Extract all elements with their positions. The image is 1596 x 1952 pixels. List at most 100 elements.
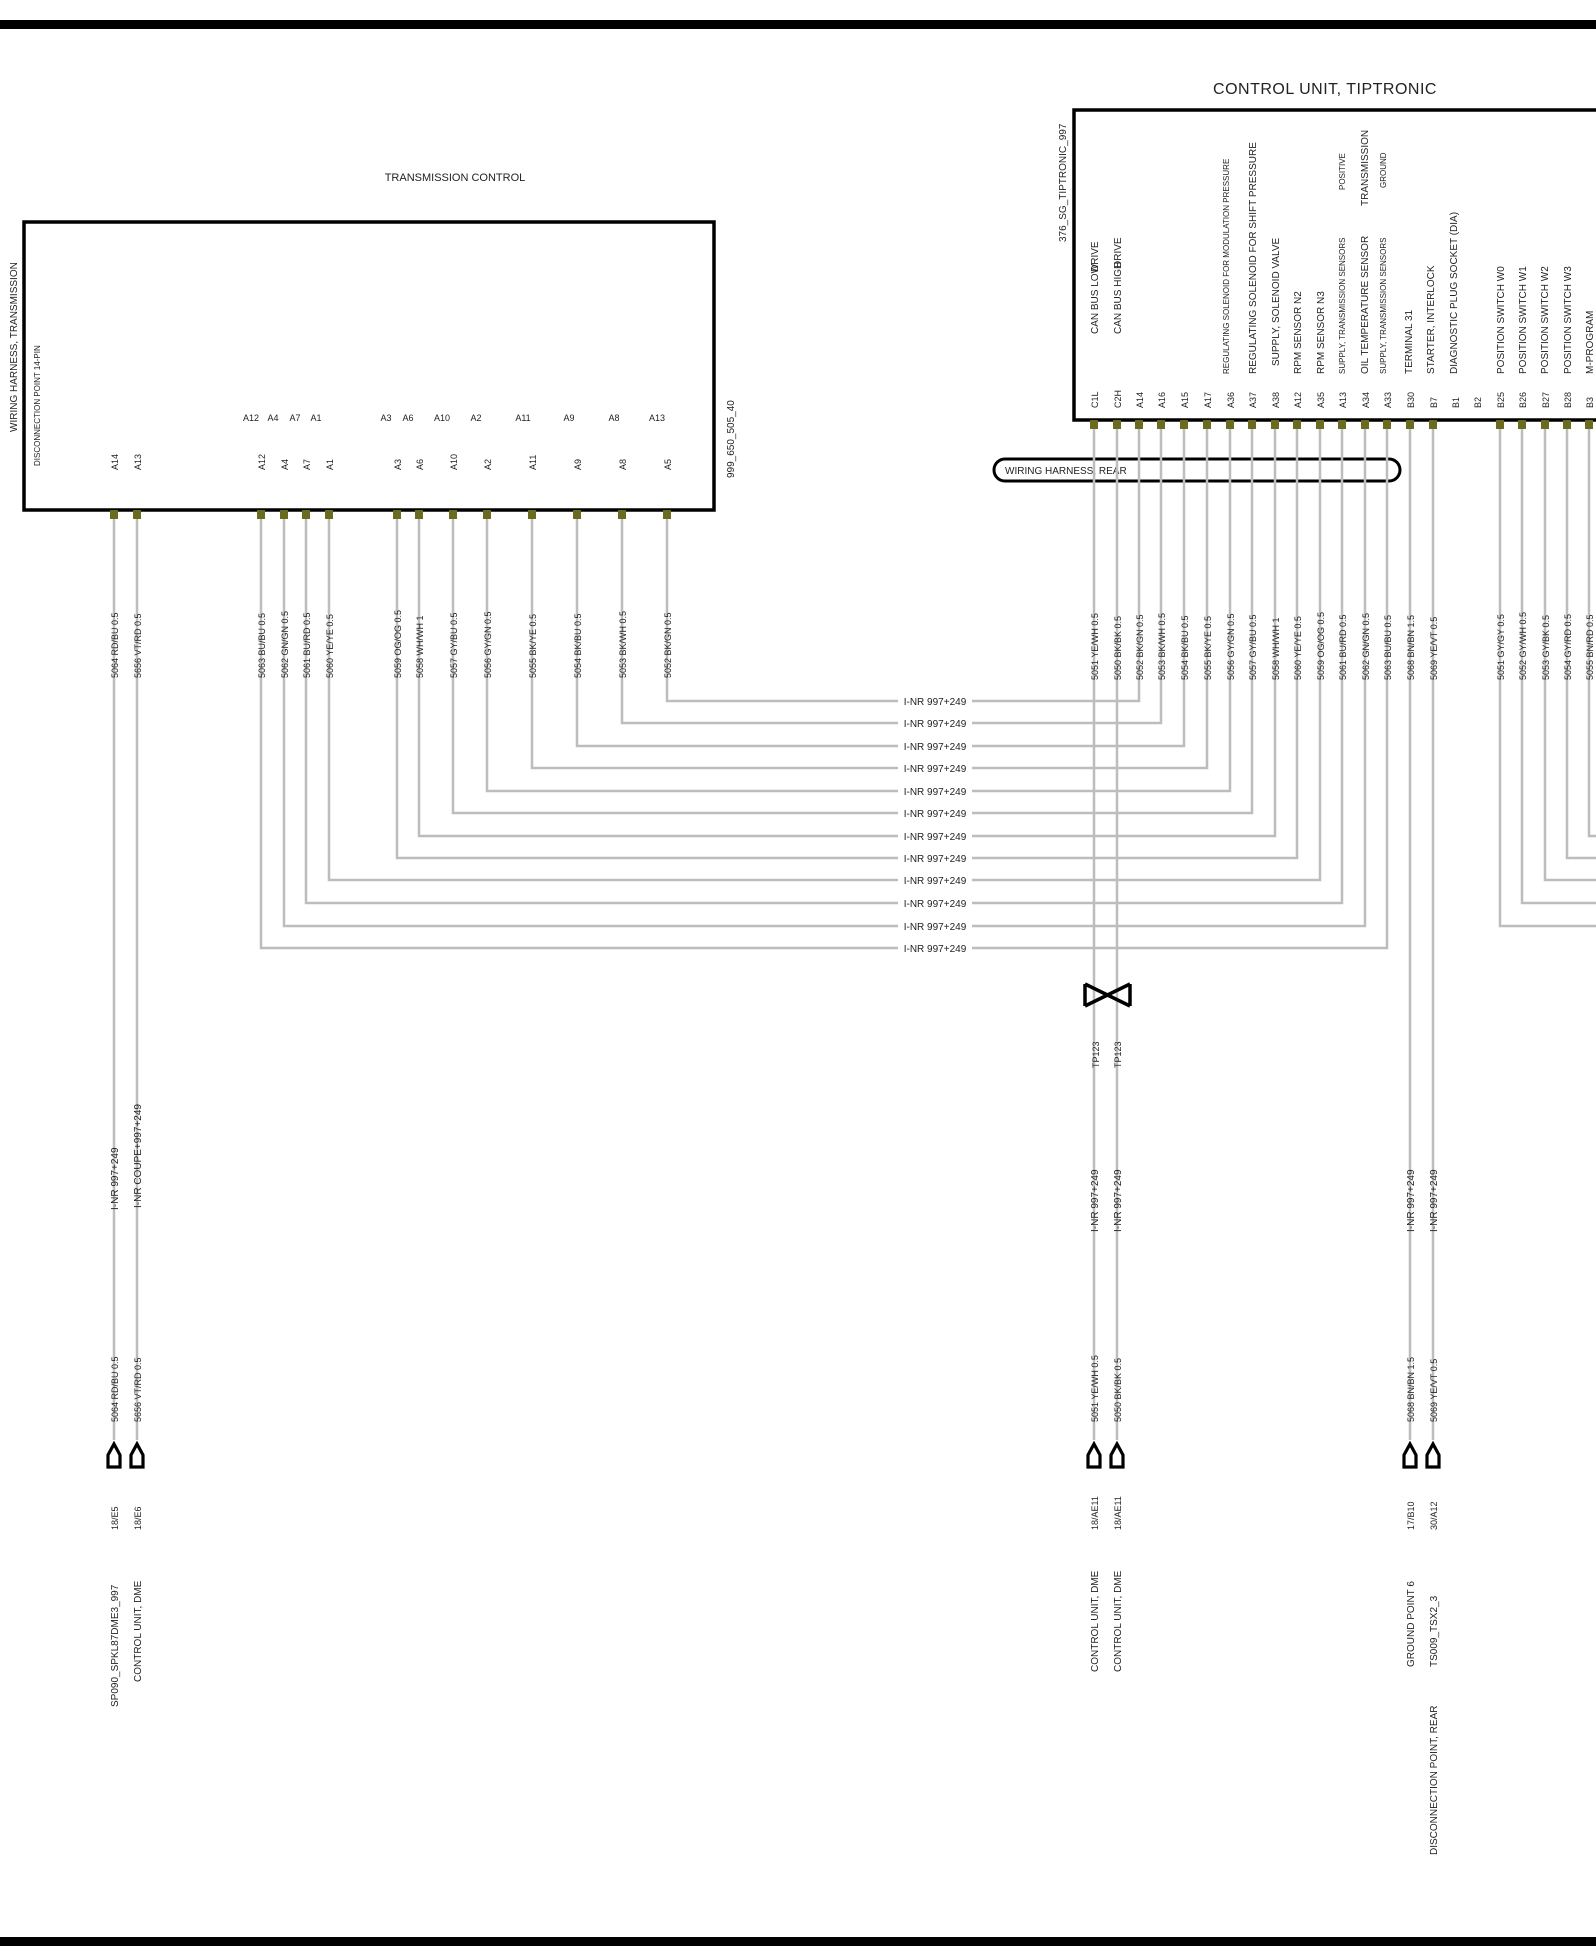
cu-pin-label: B26: [1518, 392, 1528, 408]
wire-label: 5068 BN/BN 1.5: [1406, 615, 1416, 680]
harness-rear-outline: [992, 457, 1402, 483]
cu-pin-terminal: [1271, 420, 1279, 429]
cu-pin-label: B2: [1473, 397, 1483, 408]
wire-label: 5052 GY/WH 0.5: [1518, 612, 1528, 680]
wire-label: 5057 GY/BU 0.5: [1248, 614, 1258, 680]
control-unit-ref: 376_SG_TIPTRONIC_997: [1058, 123, 1069, 242]
terminal-ref: 18/AE11: [1090, 1496, 1100, 1530]
inr-label-bg: [898, 740, 972, 752]
cu-desc: GROUND: [1379, 152, 1388, 188]
cu-desc: POSITIVE: [1338, 153, 1347, 190]
tc-top-pin: A3: [380, 413, 391, 423]
cu-pin-label: A16: [1157, 392, 1167, 408]
harness-rear-label: WIRING HARNESS, REAR: [1005, 466, 1127, 477]
bottom-border-bar: [0, 1937, 1596, 1946]
tc-pin-label: A3: [393, 459, 403, 470]
tc-pin-terminal: [325, 510, 333, 519]
tc-pin-terminal: [449, 510, 457, 519]
destination-label: DISCONNECTION POINT, REAR: [1429, 1706, 1440, 1855]
inr-label: I-NR 997+249: [1113, 1169, 1124, 1232]
transmission-control-title: TRANSMISSION CONTROL: [385, 172, 526, 184]
destination-label: CONTROL UNIT, DME: [133, 1580, 144, 1682]
wire-label: 5054 BK/BU 0.5: [573, 613, 583, 678]
wire-label: 5050 BK/BK 0.5: [1113, 616, 1123, 680]
tc-pin-label: A4: [280, 459, 290, 470]
cu-pin-label: A34: [1361, 392, 1371, 408]
inr-label-bg: [898, 807, 972, 819]
terminal-ref: 18/E5: [110, 1506, 120, 1530]
cu-pin-terminal: [1338, 420, 1346, 429]
connector-terminal: [106, 1440, 122, 1469]
wire-label: 5061 BU/RD 0.5: [302, 612, 312, 678]
destination-label: CONTROL UNIT, DME: [1113, 1570, 1124, 1672]
wire-label: 5060 YE/YE 0.5: [325, 614, 335, 678]
tc-top-pin: A6: [402, 413, 413, 423]
cu-desc: M-PROGRAM: [1585, 311, 1596, 374]
tc-pin-terminal: [663, 510, 671, 519]
inr-label-bg: [898, 874, 972, 886]
inr-label: I-NR 997+249: [904, 922, 967, 933]
cu-pin-terminal: [1563, 420, 1571, 429]
tc-top-pin: A8: [608, 413, 619, 423]
cu-pin-label: A37: [1248, 392, 1258, 408]
wire-label: 5053 GY/BK 0.5: [1541, 615, 1551, 680]
cu-pin-label: A38: [1271, 392, 1281, 408]
cu-pin-label: B7: [1429, 397, 1439, 408]
inr-label-bg: [898, 942, 972, 954]
cu-desc: SUPPLY, SOLENOID VALVE: [1271, 237, 1282, 366]
wire-label: 5058 WH/WH 1: [415, 615, 425, 678]
inr-label-bg: [898, 830, 972, 842]
inr-label: I-NR 997+249: [1090, 1169, 1101, 1232]
cu-desc: DRIVE: [1090, 241, 1101, 272]
cu-desc: CAN BUS HIGH: [1113, 262, 1124, 334]
cu-desc: OIL TEMPERATURE SENSOR: [1360, 236, 1371, 374]
terminal-ref: 30/A12: [1429, 1501, 1439, 1530]
tc-pin-label: A14: [110, 454, 120, 470]
wire-label: 5058 WH/WH 1: [1271, 617, 1281, 680]
wire-label: 5056 GY/GN 0.5: [483, 611, 493, 678]
tc-pin-terminal: [280, 510, 288, 519]
cu-desc: STARTER, INTERLOCK: [1426, 265, 1437, 374]
cu-pin-label: A36: [1226, 392, 1236, 408]
terminal-ref: 17/B10: [1406, 1501, 1416, 1530]
tc-pin-label: A11: [528, 455, 538, 470]
bus-wire: [530, 429, 1209, 770]
inr-label: I-NR 997+249: [904, 719, 967, 730]
cu-desc: DIAGNOSTIC PLUG SOCKET (DIA): [1449, 212, 1460, 374]
inr-label: I-NR 997+249: [110, 1147, 121, 1210]
disconnection-point-sublabel: DISCONNECTION POINT 14-PIN: [33, 345, 42, 466]
inr-label-bg: [898, 717, 972, 729]
switch-wire: [1565, 429, 1596, 860]
wire-label: 5062 GN/GN 0.5: [280, 611, 290, 678]
cu-pin-label: B3: [1585, 397, 1595, 408]
tc-pin-terminal: [133, 510, 141, 519]
wire-label: 5069 YE/VT 0.5: [1429, 617, 1439, 680]
bus-wire: [417, 429, 1277, 838]
tc-pin-terminal: [393, 510, 401, 519]
tc-pin-label: A7: [302, 459, 312, 470]
tc-pin-terminal: [618, 510, 626, 519]
inr-label: I-NR 997+249: [904, 944, 967, 955]
tc-top-pin: A2: [470, 413, 481, 423]
wire-label: 5060 YE/YE 0.5: [1293, 616, 1303, 680]
inr-label-bg: [898, 920, 972, 932]
wire-label: 5656 VT/RD 0.5: [133, 613, 143, 678]
terminal-ref: 18/AE11: [1113, 1496, 1123, 1530]
transmission-control-ref: 999_650_505_40: [726, 400, 737, 478]
wire-label: 5055 BN/RD 0.5: [1585, 614, 1595, 680]
inr-label: I-NR 997+249: [1429, 1169, 1440, 1232]
tc-pin-terminal: [528, 510, 536, 519]
wire-label: 5063 BU/BU 0.5: [1383, 615, 1393, 680]
transmission-control-box: [22, 220, 716, 512]
inr-label: I-NR 997+249: [904, 854, 967, 865]
cu-pin-terminal: [1541, 420, 1549, 429]
tc-pin-label: A8: [618, 459, 628, 470]
inr-label: I-NR 997+249: [904, 899, 967, 910]
tc-top-pin: A1: [310, 413, 321, 423]
destination-label: CONTROL UNIT, DME: [1090, 1570, 1101, 1672]
bus-wire: [304, 429, 1344, 905]
cu-pin-label: B1: [1451, 397, 1461, 408]
transmission-harness-side-label: WIRING HARNESS, TRANSMISSION: [9, 262, 20, 432]
